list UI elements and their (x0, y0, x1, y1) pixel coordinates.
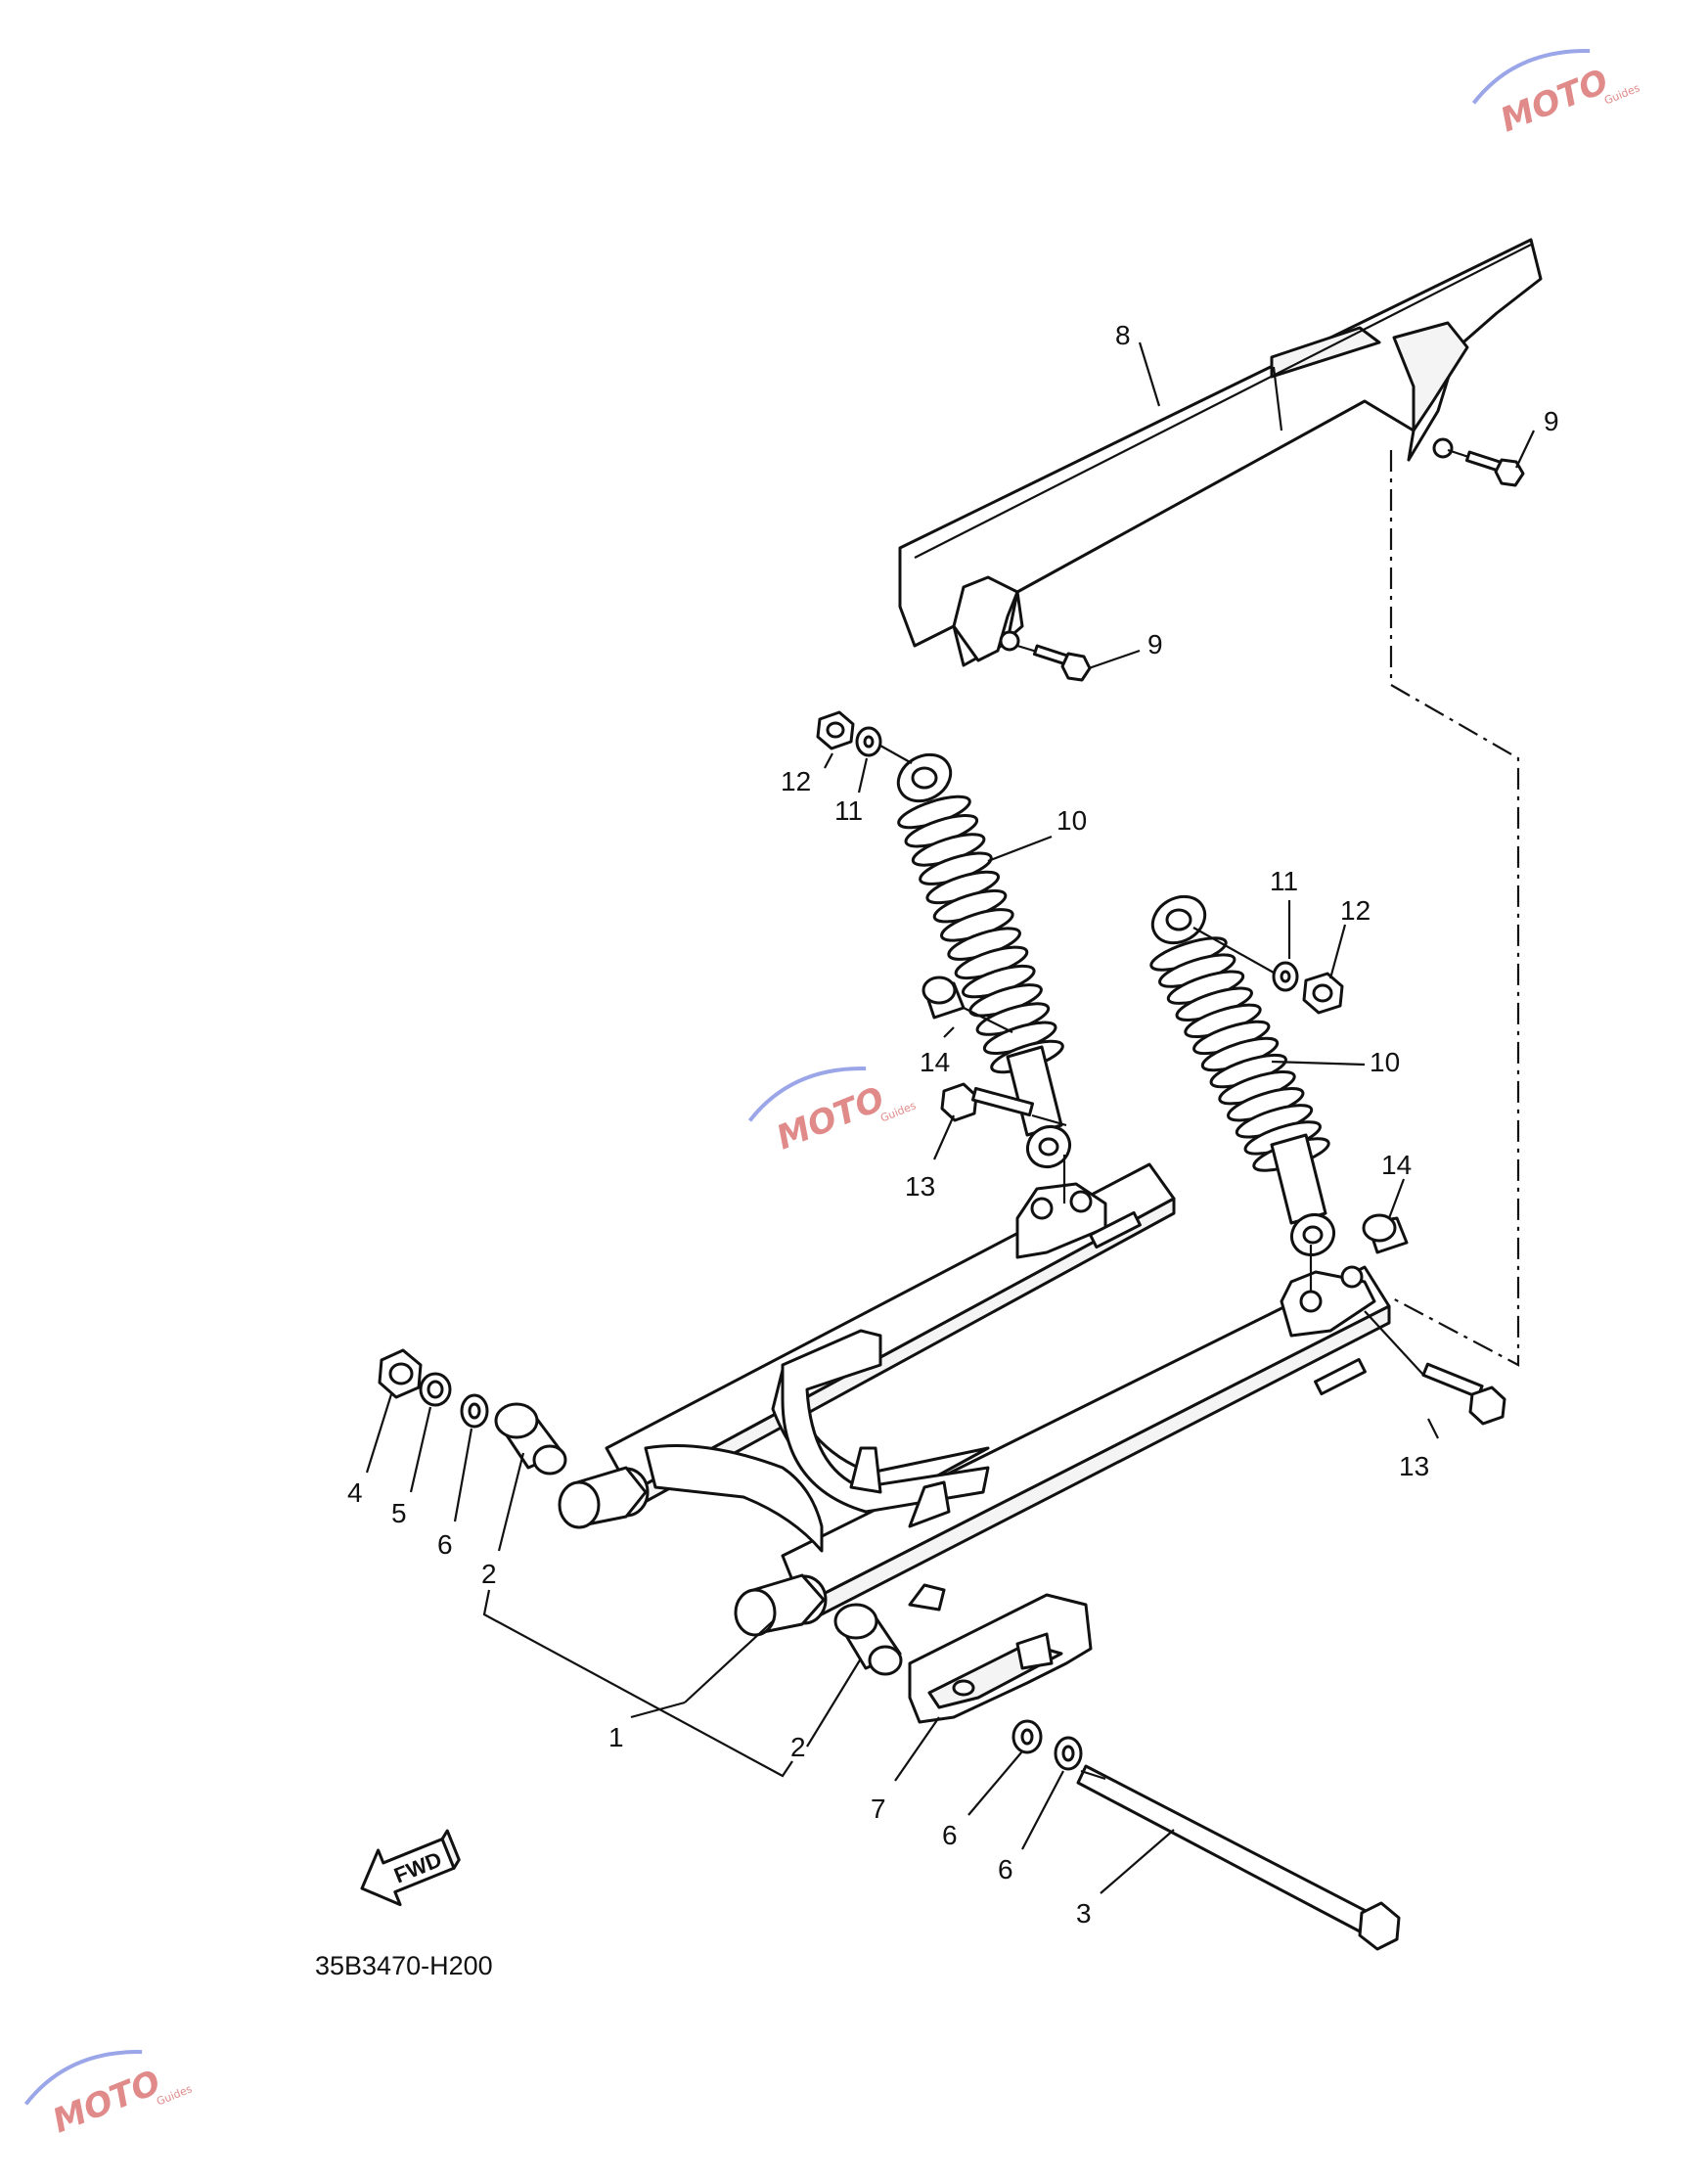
reference-line (1388, 450, 1520, 1367)
collar-left (921, 976, 1013, 1033)
watermark-top-right: MOTO Guides (1471, 49, 1641, 140)
callout-12-right: 12 (1340, 895, 1371, 926)
collar-right (1362, 1213, 1409, 1254)
leader-lines (365, 341, 1535, 1894)
callout-4: 4 (347, 1477, 363, 1508)
watermark-middle: MOTO Guides (747, 1067, 918, 1158)
watermark-brand: MOTO (1495, 62, 1613, 140)
callout-11-right: 11 (1270, 866, 1298, 896)
callout-10-right: 10 (1370, 1047, 1400, 1077)
diagram-code: 35B3470-H200 (315, 1951, 493, 1980)
callout-9-upper: 9 (1544, 406, 1559, 436)
shock-bolt-right (1364, 1310, 1506, 1426)
callout-labels: 8 9 9 12 11 10 11 12 10 14 14 13 13 4 5 … (347, 320, 1559, 1929)
callout-6-lower-a: 6 (942, 1820, 958, 1850)
callout-13-left: 13 (905, 1171, 935, 1202)
shock-nut-right (1302, 972, 1344, 1015)
pivot-shaft (1076, 1764, 1401, 1951)
rear-shock-left (896, 752, 1072, 1204)
watermark-brand: MOTO (771, 1079, 889, 1158)
callout-1: 1 (608, 1722, 624, 1752)
chain-slider (908, 1593, 1093, 1724)
callout-7: 7 (871, 1794, 886, 1824)
pivot-washer-6-upper (460, 1393, 489, 1429)
pivot-washer-6-lower-b (1054, 1736, 1083, 1771)
pivot-nut (378, 1348, 423, 1399)
rear-shock-right (1149, 894, 1336, 1292)
swingarm (558, 1162, 1391, 1637)
shock-washer-right (1192, 927, 1299, 992)
pivot-washer-5 (419, 1372, 452, 1407)
callout-2-upper: 2 (481, 1559, 497, 1589)
chain-case (898, 238, 1543, 667)
pivot-bushing-upper (494, 1402, 567, 1476)
callout-6-upper: 6 (437, 1529, 453, 1560)
callout-10-left: 10 (1056, 805, 1087, 836)
callout-6-lower-b: 6 (998, 1854, 1013, 1885)
callout-14-left: 14 (920, 1047, 950, 1077)
forward-arrow: FWD (360, 1829, 461, 1907)
chain-case-screw-lower (1016, 644, 1092, 682)
pivot-bushing-lower (833, 1603, 903, 1676)
callout-5: 5 (391, 1498, 407, 1528)
callout-11-left: 11 (834, 795, 863, 826)
shock-nut-left (816, 710, 855, 750)
pivot-washer-6-lower-a (1011, 1719, 1043, 1754)
callout-13-right: 13 (1399, 1451, 1429, 1481)
callout-9-lower: 9 (1147, 629, 1163, 659)
callout-12-left: 12 (781, 766, 811, 796)
callout-2-lower: 2 (790, 1732, 806, 1762)
chain-case-screw-upper (1447, 448, 1525, 487)
callout-14-right: 14 (1381, 1150, 1412, 1180)
watermark-brand: MOTO (47, 2063, 165, 2141)
shock-washer-left (855, 726, 913, 764)
watermark-bottom-left: MOTO Guides (23, 2050, 194, 2141)
callout-8: 8 (1115, 320, 1131, 350)
callout-3: 3 (1076, 1898, 1092, 1929)
shock-bolt-left (940, 1082, 1067, 1127)
